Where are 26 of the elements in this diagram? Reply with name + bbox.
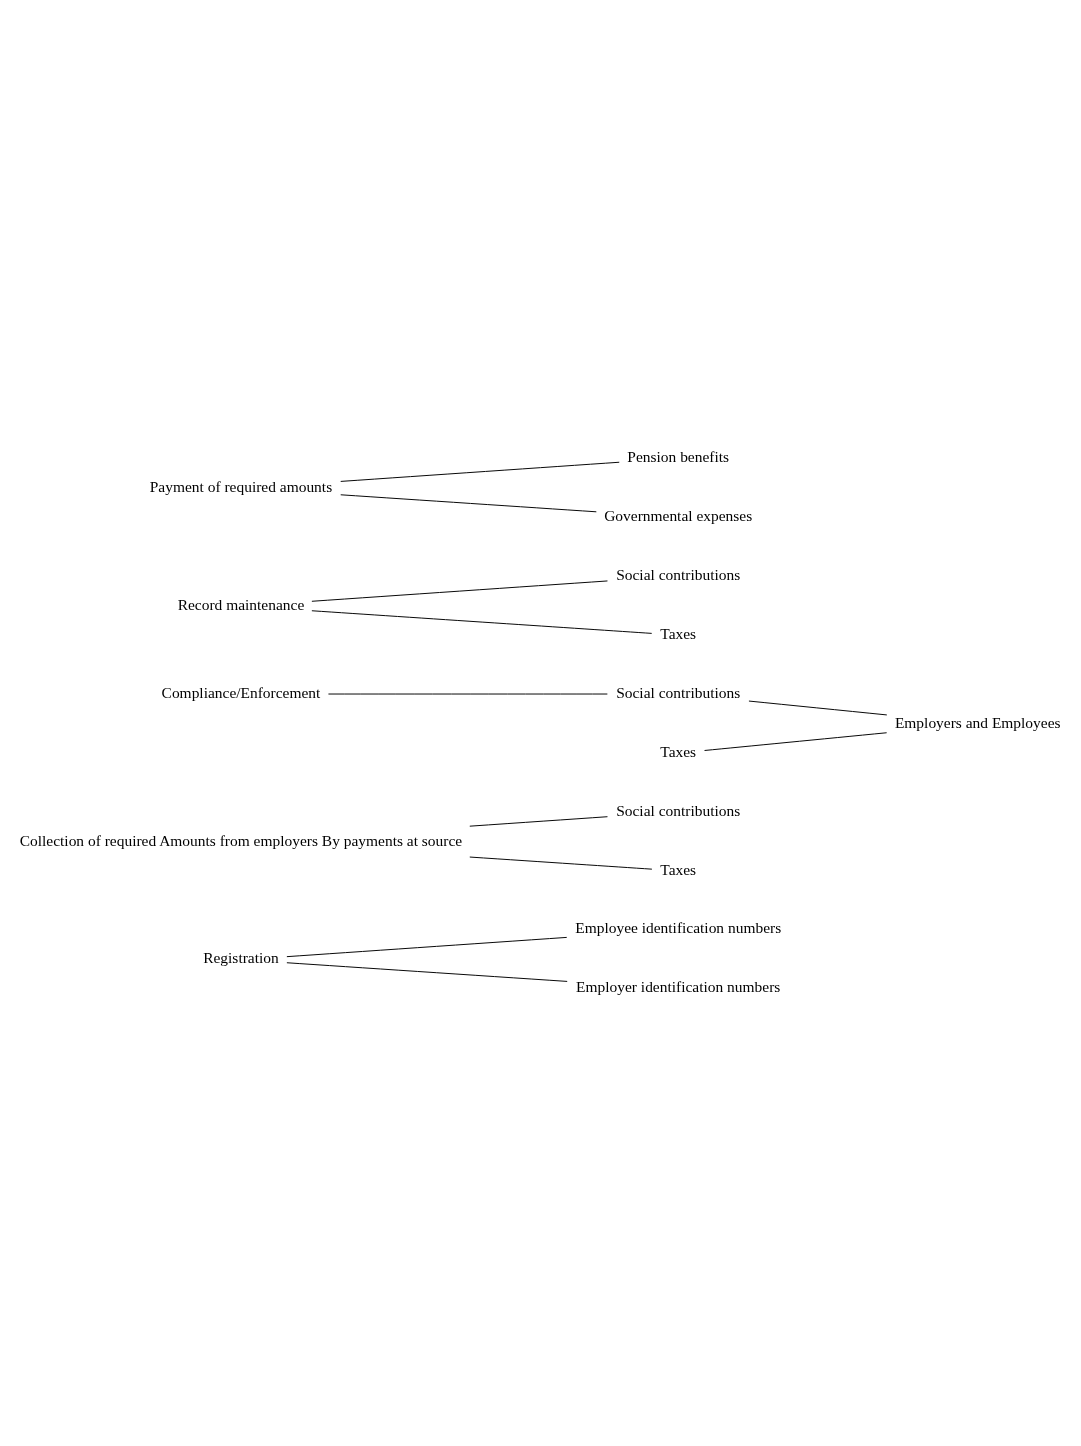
connector [704,731,888,751]
connector [340,461,620,482]
connector [286,961,568,982]
connector [286,936,568,957]
node-text: Employee identification numbers [575,918,782,936]
node-text: Taxes [660,624,697,642]
connector [311,579,608,602]
node-text: Employer identification numbers [576,977,781,995]
connector [469,815,608,827]
node-text: Collection of required Amounts from employers By payments at source [19,831,463,849]
node-text: Governmental expenses [604,506,753,524]
node-text: Social contributions [616,683,741,701]
node-text: Employers and Employees [894,713,1061,731]
connector [340,493,597,512]
node-text: Taxes [660,742,697,760]
node-text: Record maintenance [177,595,305,613]
connector [469,856,653,870]
node-text: Social contributions [616,565,741,583]
node-text: Taxes [660,860,697,878]
node-text: Social contributions [616,801,741,819]
node-text: Payment of required amounts [149,477,333,495]
connector [748,700,888,715]
connector [311,609,653,634]
node-text: Registration [203,948,279,966]
node-text: Compliance/Enforcement [161,683,321,701]
node-text: Pension benefits [627,447,730,465]
